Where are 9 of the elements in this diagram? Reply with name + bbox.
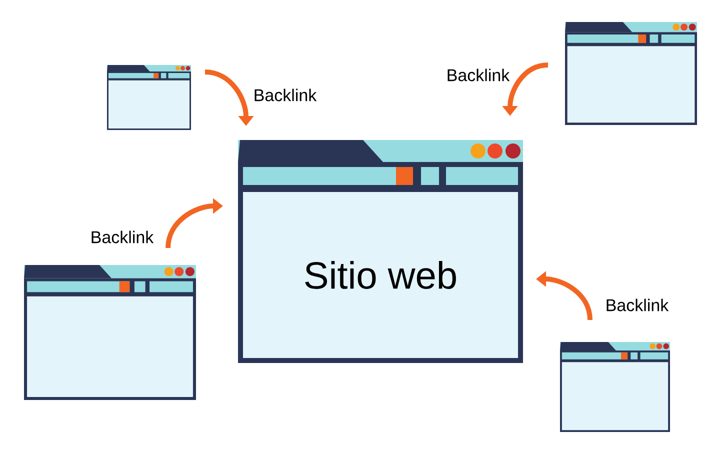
- edge-label: Backlink: [448, 68, 510, 82]
- edge-label: Backlink: [606, 298, 669, 312]
- edge-label: Backlink: [92, 230, 154, 244]
- edge-label: Backlink: [254, 88, 317, 102]
- browser-window: [565, 22, 698, 125]
- browser-window: [560, 342, 670, 432]
- browser-window: [107, 65, 191, 130]
- browser-window: Sitio web: [238, 140, 523, 363]
- browser-window: [24, 265, 196, 400]
